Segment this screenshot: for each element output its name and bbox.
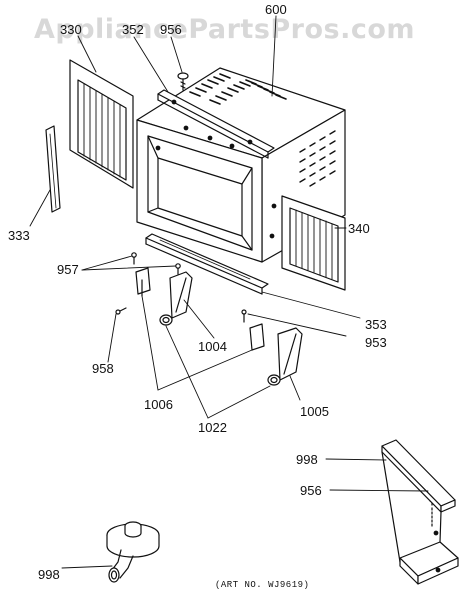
callout-1005: 1005: [300, 404, 329, 419]
callout-353: 353: [365, 317, 387, 332]
screw-958: [115, 307, 127, 315]
leader-lines: [29, 15, 429, 569]
bottom-rail-353: [145, 233, 269, 295]
callout-1006: 1006: [144, 397, 173, 412]
callout-998-pan: 998: [296, 452, 318, 467]
callout-956-top: 956: [160, 22, 182, 37]
bracket-left: [135, 267, 193, 326]
callout-333: 333: [8, 228, 30, 243]
cabinet-wrapper: [136, 67, 346, 263]
callout-958: 958: [92, 361, 114, 376]
seal-strip-333: [45, 125, 61, 213]
callout-340: 340: [348, 221, 370, 236]
callout-600: 600: [265, 2, 287, 17]
watermark: AppliancePartsPros.com: [34, 14, 416, 45]
callout-957: 957: [57, 262, 79, 277]
right-side-panel-340: [269, 195, 346, 291]
callout-953: 953: [365, 335, 387, 350]
art-number: (ART NO. WJ9619): [215, 580, 310, 590]
callout-998-fitting: 998: [38, 567, 60, 582]
callout-1022: 1022: [198, 420, 227, 435]
callout-956-lower: 956: [300, 483, 322, 498]
drain-fitting-998: [106, 521, 160, 583]
left-side-panel-330: [69, 59, 134, 189]
callout-352: 352: [122, 22, 144, 37]
top-rail-352: [157, 89, 275, 159]
bracket-right: [241, 309, 303, 386]
callout-1004: 1004: [198, 339, 227, 354]
callout-330: 330: [60, 22, 82, 37]
screw-956-top: [177, 72, 189, 91]
screws-957: [131, 252, 181, 275]
drain-pan-998: [381, 439, 459, 585]
